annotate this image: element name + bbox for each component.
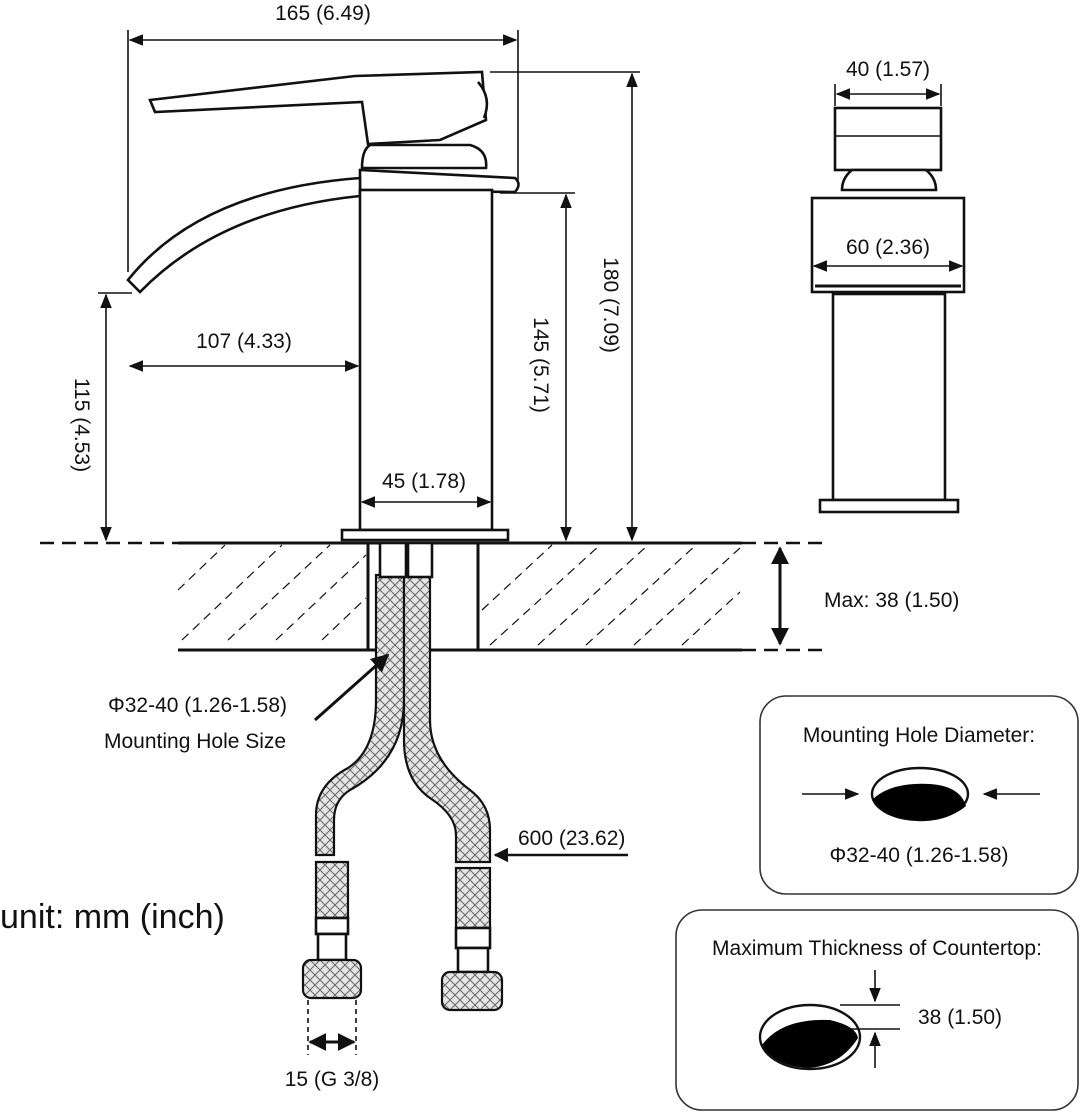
max-thickness-label: Max: 38 (1.50) [824,589,959,612]
total-width-label: 165 (6.49) [275,2,371,25]
max-thickness-box: Maximum Thickness of Countertop: 38 (1.5… [675,909,1079,1111]
dimension-connector: 15 (G 3/8) [285,1000,380,1091]
mounting-hole-size-label: Mounting Hole Size [104,730,286,753]
hose-length-label: 600 (23.62) [518,827,625,850]
mounting-hole-diameter-box: Mounting Hole Diameter: Φ32-40 (1.26-1.5… [759,695,1079,895]
dimension-spout-height: 115 (4.53) [70,292,132,542]
thickness-box-value: 38 (1.50) [918,1006,1002,1029]
faucet-front-view [126,70,520,542]
dimension-handle-width: 40 (1.57) [834,58,942,106]
dimension-max-thickness: Max: 38 (1.50) [771,546,959,646]
body-height-label: 145 (5.71) [529,317,552,413]
connector-label: 15 (G 3/8) [285,1068,380,1091]
mounting-hole-size-value: Φ32-40 (1.26-1.58) [108,694,287,717]
dimension-base-width: 45 (1.78) [360,470,492,508]
mounting-hole-callout: Φ32-40 (1.26-1.58) Mounting Hole Size [104,653,390,753]
supply-hoses [301,541,504,1012]
handle-width-label: 40 (1.57) [846,58,930,81]
dimension-body-height: 145 (5.71) [500,192,575,542]
thickness-box-title: Maximum Thickness of Countertop: [712,937,1042,960]
dimension-total-width: 165 (6.49) [127,2,519,272]
total-height-label: 180 (7.09) [599,257,622,353]
dimension-hose-length: 600 (23.62) [493,827,628,863]
unit-label: unit: mm (inch) [0,898,225,936]
dimension-total-height: 180 (7.09) [490,71,640,542]
dimension-deck-width: 60 (2.36) [812,236,964,272]
spout-reach-label: 107 (4.33) [196,330,292,353]
dimension-spout-reach: 107 (4.33) [128,330,360,372]
faucet-side-view [810,106,966,514]
spout-height-label: 115 (4.53) [70,378,93,472]
hole-box-title: Mounting Hole Diameter: [803,724,1035,747]
deck-width-label: 60 (2.36) [846,236,930,259]
base-width-label: 45 (1.78) [382,470,466,493]
hole-box-value: Φ32-40 (1.26-1.58) [829,844,1008,867]
countertop-section [40,541,830,652]
